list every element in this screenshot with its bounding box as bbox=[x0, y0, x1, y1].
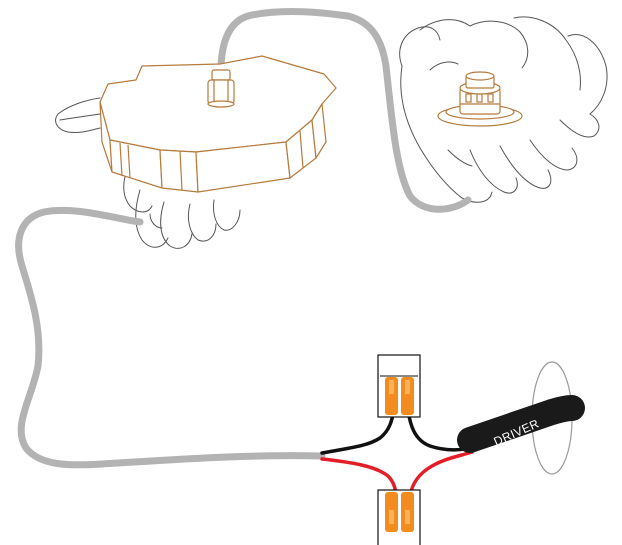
driver-cable: DRIVER bbox=[470, 408, 572, 449]
wire-connector-bottom bbox=[378, 490, 420, 545]
cable-gland bbox=[208, 70, 234, 107]
wires bbox=[322, 410, 480, 496]
lamp-socket bbox=[438, 72, 522, 126]
red-wire-right bbox=[410, 452, 472, 496]
gray-cable-main bbox=[19, 210, 322, 465]
wire-connector-top bbox=[378, 355, 420, 417]
